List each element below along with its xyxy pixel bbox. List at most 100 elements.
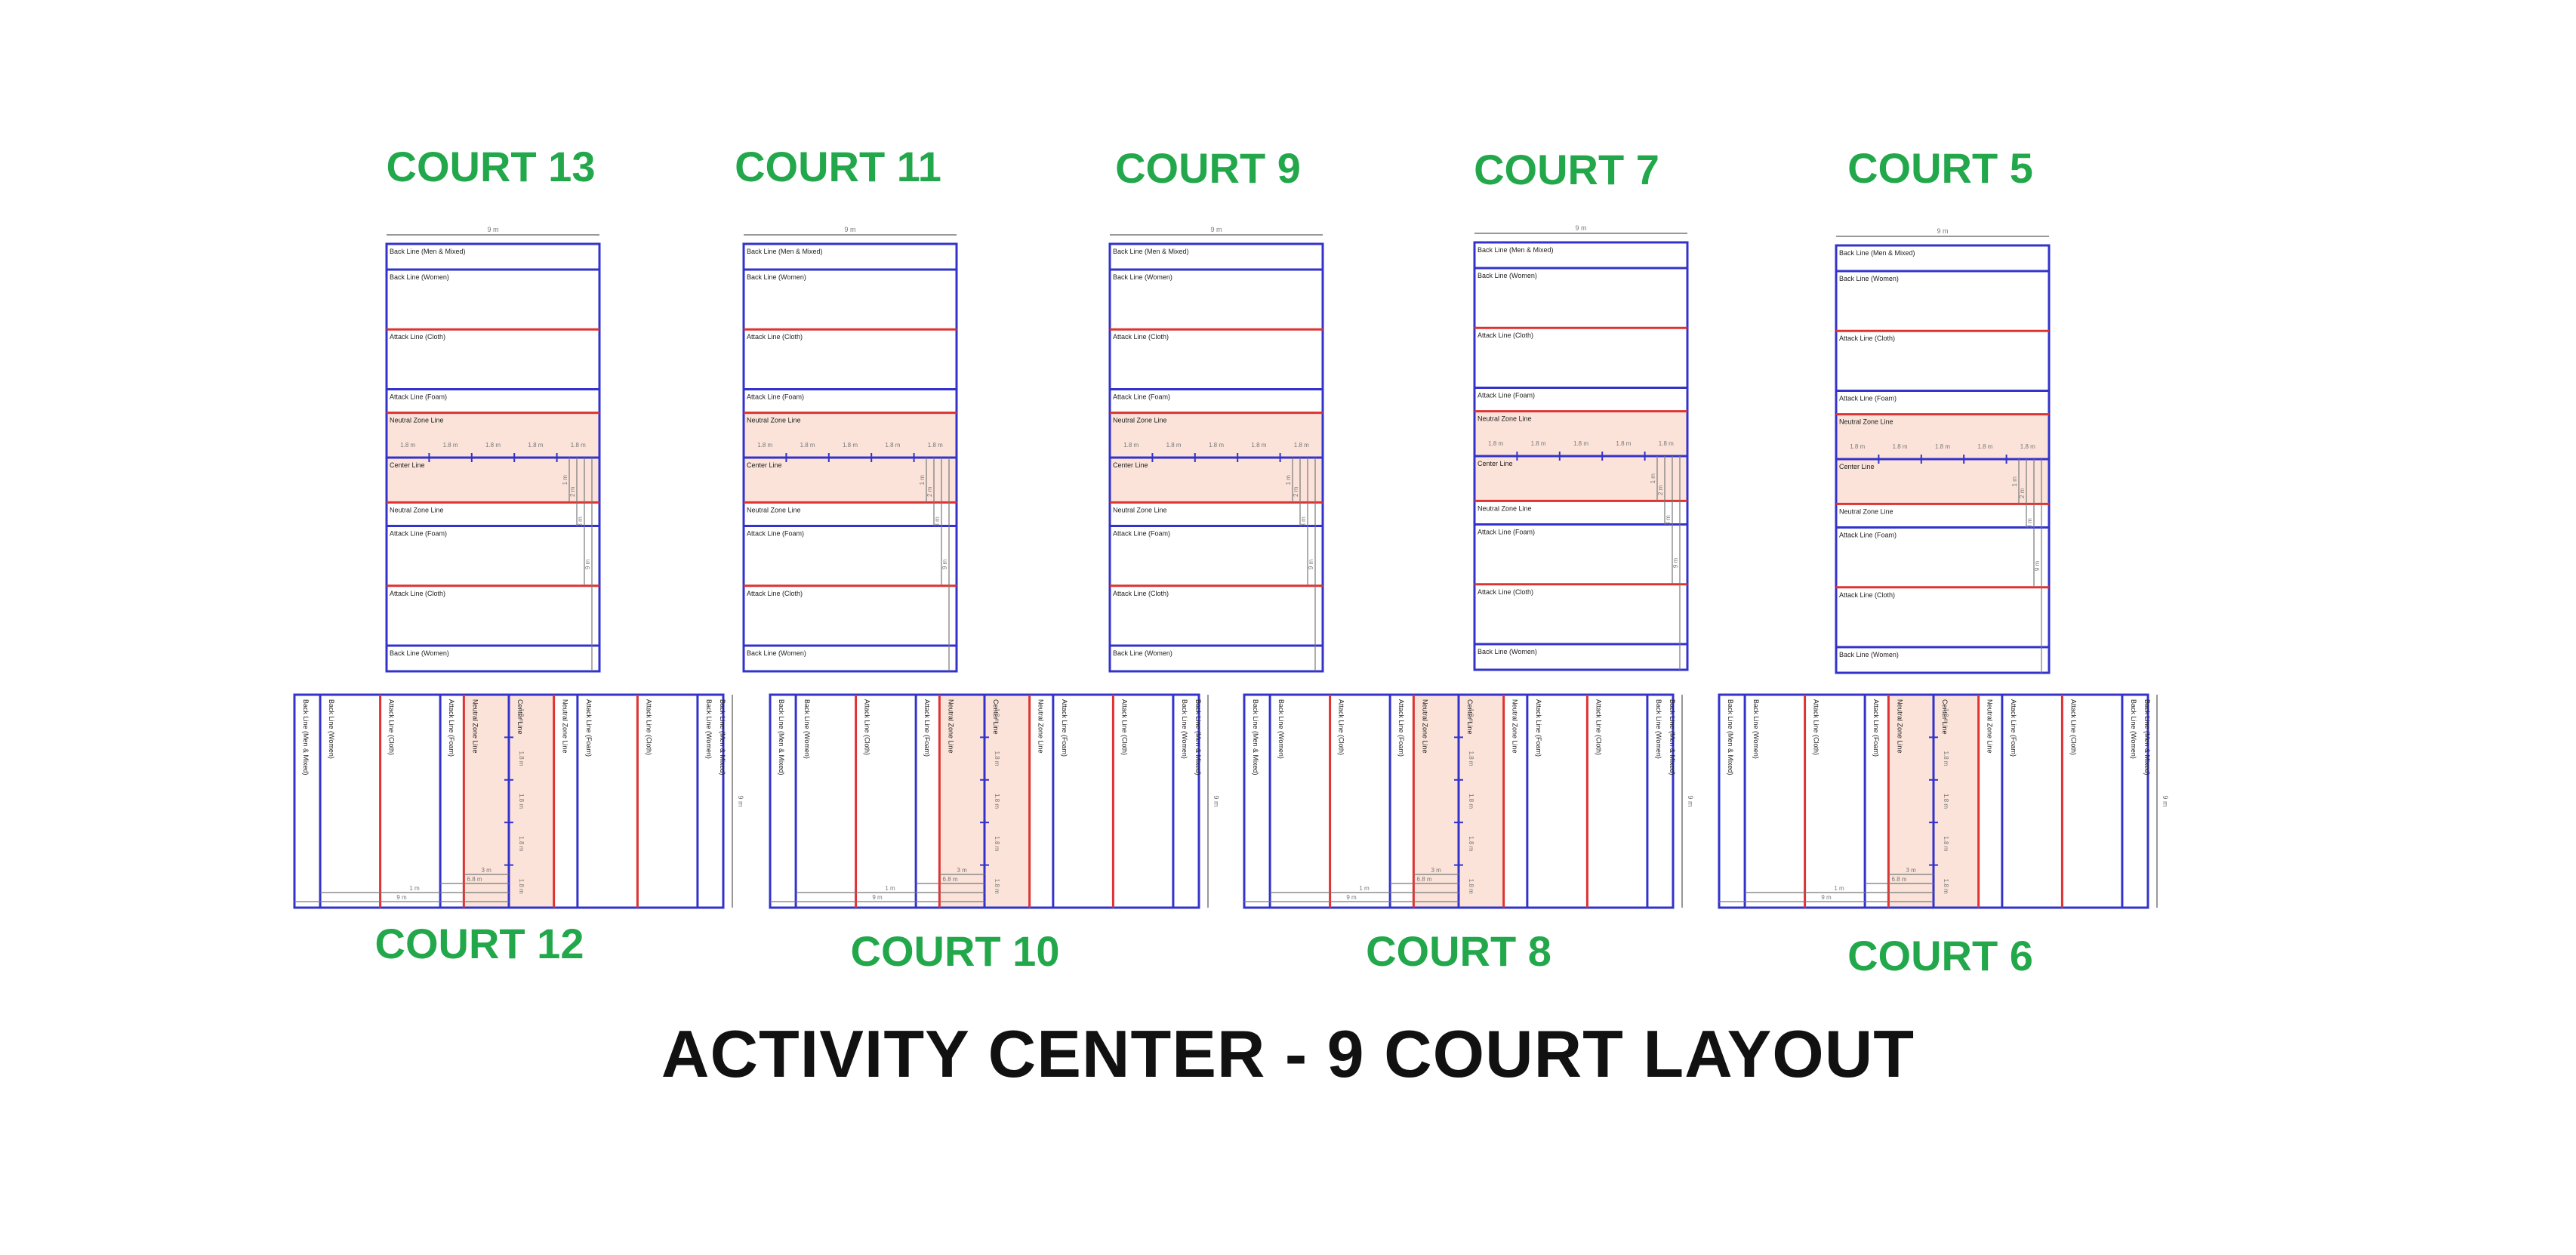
- length-dimension-label: 3 m: [482, 867, 492, 874]
- court-line-label: Neutral Zone Line: [390, 506, 444, 513]
- segment-dimension-label: 1.8 m: [1468, 751, 1474, 766]
- segment-dimension-label: 1.8 m: [485, 442, 501, 449]
- court-line-label: Center Line: [1941, 699, 1949, 735]
- court-line-label: Back Line (Men & Mixed): [719, 699, 726, 776]
- width-dimension-label: 9 m: [2162, 795, 2169, 806]
- court-line-label: Back Line (Men & Mixed): [747, 248, 823, 255]
- court-line-label: Attack Line (Cloth): [390, 590, 445, 597]
- court-line-label: Center Line: [992, 699, 1000, 735]
- segment-dimension-label: 1.8 m: [1943, 879, 1949, 894]
- length-dimension-label: 1 m: [1285, 475, 1292, 486]
- court-line-label: Attack Line (Foam): [585, 699, 593, 757]
- court-line-label: Back Line (Men & Mixed): [302, 699, 310, 776]
- court-line-label: Back Line (Women): [2130, 699, 2137, 759]
- court-line-label: Attack Line (Foam): [1839, 394, 1897, 402]
- length-dimension-label: 9 m: [941, 560, 948, 570]
- court-5-title: COURT 5: [1847, 144, 2033, 192]
- width-dimension-label: 9 m: [1575, 224, 1586, 232]
- court-line-label: Neutral Zone Line: [1511, 699, 1519, 754]
- segment-dimension-label: 1.8 m: [885, 442, 900, 449]
- length-dimension-label: 1 m: [1359, 885, 1370, 892]
- court-line-label: Back Line (Women): [747, 273, 806, 281]
- court-line-label: Attack Line (Foam): [390, 393, 447, 400]
- court-line-label: Back Line (Women): [1478, 272, 1537, 279]
- court-11-title: COURT 11: [735, 143, 941, 190]
- court-7-title: COURT 7: [1474, 146, 1659, 193]
- court-line-label: Attack Line (Cloth): [1478, 331, 1533, 339]
- layout-title: ACTIVITY CENTER - 9 COURT LAYOUT: [661, 1016, 1915, 1091]
- segment-dimension-label: 1.8 m: [1977, 443, 1992, 450]
- court-line-label: Attack Line (Foam): [1113, 393, 1170, 400]
- length-dimension-label: 1 m: [919, 475, 926, 486]
- width-dimension-label: 9 m: [1687, 795, 1694, 806]
- segment-dimension-label: 1.8 m: [518, 708, 525, 723]
- court-line-label: Attack Line (Cloth): [1478, 588, 1533, 596]
- court-line-label: Neutral Zone Line: [1839, 507, 1893, 515]
- segment-dimension-label: 1.8 m: [994, 836, 1000, 851]
- segment-dimension-label: 1.8 m: [994, 879, 1000, 894]
- width-dimension-label: 9 m: [1213, 795, 1220, 806]
- court-line-label: Attack Line (Cloth): [747, 333, 803, 341]
- court-line-label: Neutral Zone Line: [1896, 699, 1903, 754]
- segment-dimension-label: 1.8 m: [1468, 879, 1474, 894]
- length-dimension-label: 2 m: [1657, 485, 1664, 495]
- court-line-label: Attack Line (Cloth): [390, 333, 445, 341]
- segment-dimension-label: 1.8 m: [528, 442, 543, 449]
- court-line-label: Neutral Zone Line: [1421, 699, 1428, 754]
- segment-dimension-label: 1.8 m: [1573, 440, 1588, 447]
- court-9-title: COURT 9: [1115, 144, 1301, 192]
- court-line-label: Attack Line (Foam): [390, 530, 447, 538]
- court-line-label: Back Line (Men & Mixed): [1669, 699, 1676, 776]
- width-dimension-label: 9 m: [1937, 227, 1948, 235]
- length-dimension-label: 9 m: [1821, 894, 1832, 901]
- length-dimension-label: 9 m: [584, 560, 591, 570]
- court-line-label: Back Line (Men & Mixed): [1839, 249, 1915, 257]
- width-dimension-label: 9 m: [737, 795, 744, 806]
- court-line-label: Neutral Zone Line: [1037, 699, 1045, 754]
- segment-dimension-label: 1.8 m: [400, 442, 415, 449]
- court-line-label: Attack Line (Foam): [1397, 699, 1405, 757]
- court-line-label: Back Line (Women): [1655, 699, 1662, 759]
- segment-dimension-label: 1.8 m: [1531, 440, 1546, 447]
- court-line-label: Attack Line (Cloth): [1595, 699, 1602, 755]
- segment-dimension-label: 1.8 m: [518, 794, 525, 809]
- length-dimension-label: 3 m: [577, 516, 584, 527]
- length-dimension-label: 3 m: [1665, 515, 1672, 526]
- length-dimension-label: 9 m: [1308, 560, 1314, 570]
- segment-dimension-label: 1.8 m: [2020, 443, 2035, 450]
- court-line-label: Neutral Zone Line: [747, 417, 801, 424]
- segment-dimension-label: 1.8 m: [1123, 442, 1139, 449]
- court-line-label: Center Line: [1839, 463, 1875, 470]
- court-line-label: Center Line: [1113, 461, 1148, 469]
- length-dimension-label: 2 m: [1293, 486, 1299, 497]
- segment-dimension-label: 1.8 m: [1294, 442, 1309, 449]
- length-dimension-label: 9 m: [1672, 558, 1679, 569]
- court-13-title: COURT 13: [386, 143, 596, 190]
- length-dimension-label: 3 m: [934, 516, 941, 527]
- length-dimension-label: 9 m: [872, 894, 883, 901]
- court-line-label: Attack Line (Cloth): [388, 699, 396, 755]
- segment-dimension-label: 1.8 m: [1850, 443, 1865, 450]
- length-dimension-label: 1 m: [2011, 476, 2018, 487]
- segment-dimension-label: 1.8 m: [1616, 440, 1631, 447]
- court-line-label: Attack Line (Foam): [1478, 529, 1535, 536]
- court-line-label: Center Line: [747, 461, 782, 469]
- court-line-label: Attack Line (Cloth): [1113, 590, 1169, 597]
- court-line-label: Back Line (Women): [1277, 699, 1285, 759]
- court-line-label: Back Line (Women): [1113, 273, 1172, 281]
- court-12-title: COURT 12: [374, 920, 584, 967]
- court-line-label: Back Line (Women): [1752, 699, 1760, 759]
- length-dimension-label: 9 m: [396, 894, 407, 901]
- length-dimension-label: 1 m: [409, 885, 420, 892]
- width-dimension-label: 9 m: [844, 226, 855, 233]
- segment-dimension-label: 1.8 m: [1935, 443, 1950, 450]
- segment-dimension-label: 1.8 m: [994, 751, 1000, 766]
- segment-dimension-label: 1.8 m: [1209, 442, 1224, 449]
- court-line-label: Attack Line (Cloth): [1839, 591, 1895, 599]
- court-line-label: Attack Line (Foam): [747, 393, 804, 400]
- court-line-label: Neutral Zone Line: [1113, 417, 1167, 424]
